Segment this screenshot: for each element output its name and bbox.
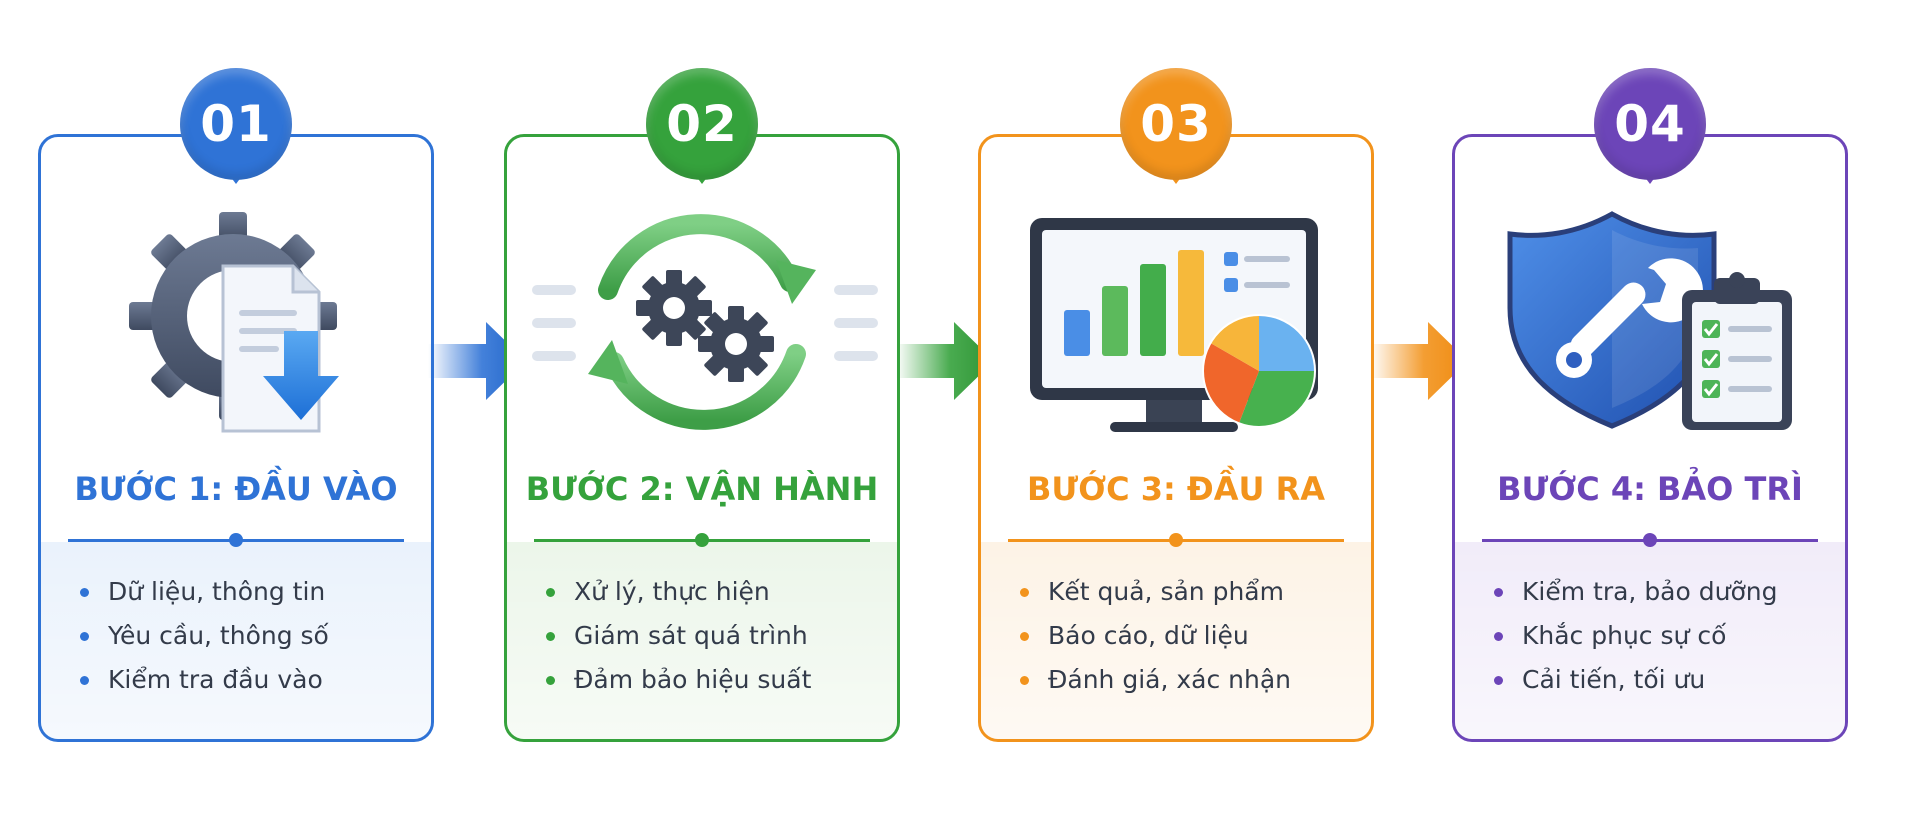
list-item: Đảm bảo hiệu suất (546, 658, 811, 702)
list-item: Cải tiến, tối ưu (1494, 658, 1777, 702)
shield-wrench-checklist-icon (1507, 211, 1792, 430)
step-4: 04 BƯỚC 4: BẢO TR (1452, 0, 1848, 825)
step-number: 02 (666, 95, 738, 153)
step-1: 01 (38, 0, 434, 825)
step-title: BƯỚC 3: ĐẦU RA (1026, 470, 1325, 508)
list-item: Đánh giá, xác nhận (1020, 658, 1291, 702)
list-item: Khắc phục sự cố (1494, 614, 1777, 658)
gears-cycle-icon (532, 214, 878, 430)
step-number: 01 (200, 95, 272, 153)
step-3: 03 BƯỚC 3: ĐẦU RA Kết quả, sản phẩm Báo … (978, 0, 1374, 825)
step-bullets: Kết quả, sản phẩm Báo cáo, dữ liệu Đánh … (1020, 570, 1291, 702)
step-bullets: Dữ liệu, thông tin Yêu cầu, thông số Kiể… (80, 570, 329, 702)
step-number: 04 (1614, 95, 1686, 153)
list-item: Kết quả, sản phẩm (1020, 570, 1291, 614)
step-badge: 01 (180, 68, 292, 184)
step-title: BƯỚC 2: VẬN HÀNH (525, 470, 879, 508)
list-item: Dữ liệu, thông tin (80, 570, 329, 614)
list-item: Báo cáo, dữ liệu (1020, 614, 1291, 658)
step-bullets: Kiểm tra, bảo dưỡng Khắc phục sự cố Cải … (1494, 570, 1777, 702)
list-item: Kiểm tra, bảo dưỡng (1494, 570, 1777, 614)
arrow-right-icon (896, 322, 994, 400)
list-item: Yêu cầu, thông số (80, 614, 329, 658)
step-title: BƯỚC 4: BẢO TRÌ (1497, 470, 1803, 508)
step-badge: 02 (646, 68, 758, 184)
step-card (504, 134, 900, 742)
monitor-chart-icon (1030, 218, 1318, 432)
list-item: Kiểm tra đầu vào (80, 658, 329, 702)
step-title: BƯỚC 1: ĐẦU VÀO (74, 470, 398, 508)
step-badge: 03 (1120, 68, 1232, 184)
step-badge: 04 (1594, 68, 1706, 184)
list-item: Giám sát quá trình (546, 614, 811, 658)
step-2: 02 (504, 0, 900, 825)
gear-document-download-icon (129, 212, 339, 433)
step-number: 03 (1140, 95, 1212, 153)
step-bullets: Xử lý, thực hiện Giám sát quá trình Đảm … (546, 570, 811, 702)
arrow-right-icon (1370, 322, 1468, 400)
list-item: Xử lý, thực hiện (546, 570, 811, 614)
arrow-right-icon (428, 322, 526, 400)
